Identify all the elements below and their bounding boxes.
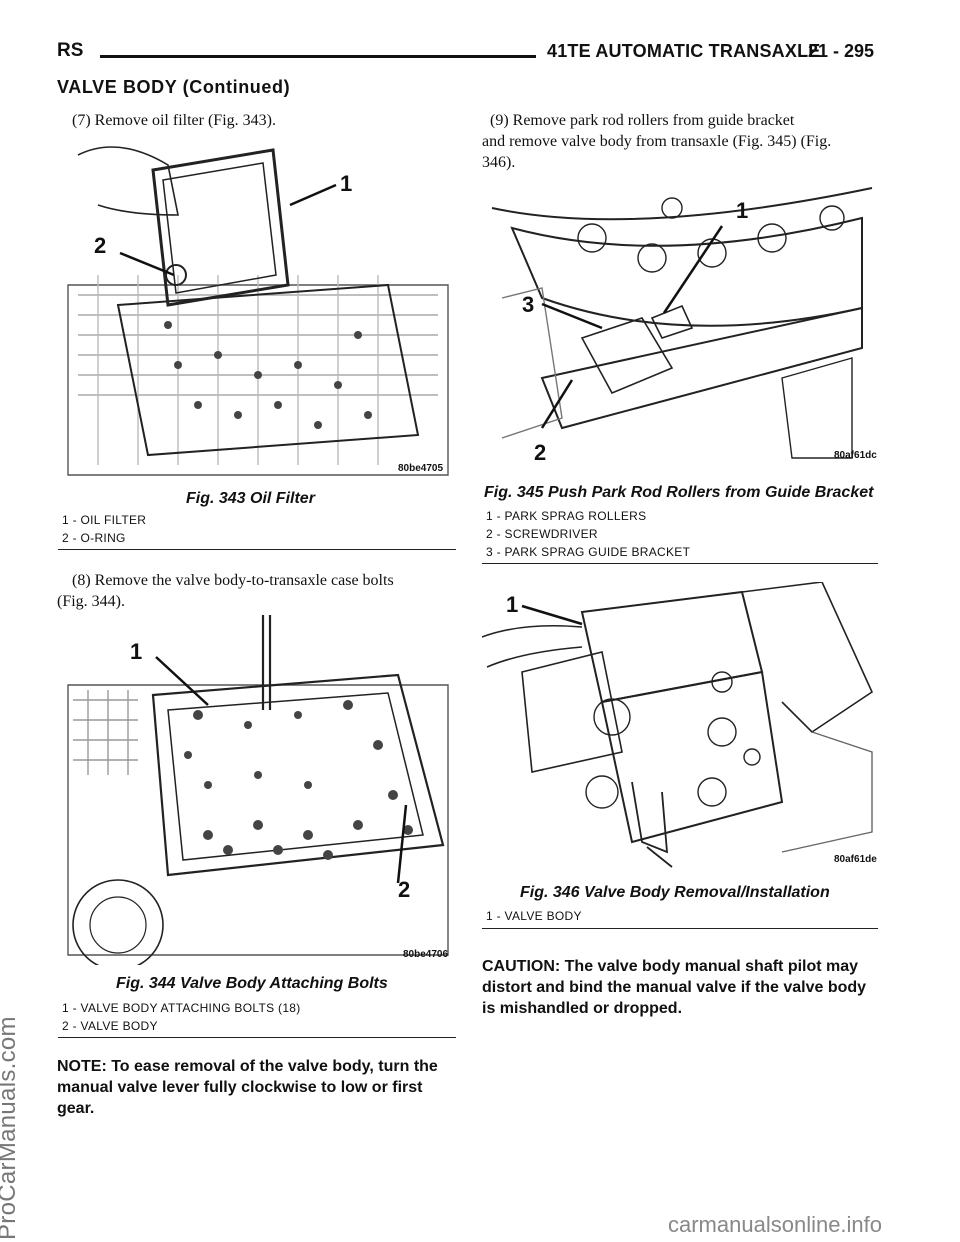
fig343-code: 80be4705 <box>398 463 444 474</box>
fig343-callout-2: 2 <box>94 233 107 258</box>
fig344-legend-2: 2 - VALVE BODY <box>62 1019 158 1033</box>
figure-345-illustration: 1 3 2 80af61dc <box>482 178 878 468</box>
header-section-code: RS <box>57 40 84 61</box>
fig345-callout-2: 2 <box>534 440 547 465</box>
fig343-callout-1: 1 <box>340 171 353 196</box>
note-line-3: gear. <box>57 1100 95 1117</box>
fig345-rule <box>482 563 878 564</box>
fig343-rule <box>58 549 456 550</box>
figure-343-illustration: 1 2 80be4705 <box>58 135 456 485</box>
header-title: 41TE AUTOMATIC TRANSAXLE <box>547 41 821 61</box>
step-8-line-2: (Fig. 344). <box>57 593 125 610</box>
step-8-line-1: (8) Remove the valve body-to-transaxle c… <box>72 572 394 589</box>
fig346-title: Fig. 346 Valve Body Removal/Installation <box>520 884 830 901</box>
fig346-legend-1: 1 - VALVE BODY <box>486 909 582 923</box>
note-line-2: manual valve lever fully clockwise to lo… <box>57 1079 423 1096</box>
section-title: VALVE BODY (Continued) <box>57 77 291 97</box>
figure-344-illustration: 1 2 80be4706 <box>58 615 456 965</box>
header-rule <box>100 55 536 58</box>
fig345-callout-3: 3 <box>522 292 535 317</box>
caution-line-1: CAUTION: The valve body manual shaft pil… <box>482 958 859 975</box>
fig344-rule <box>58 1037 456 1038</box>
fig344-callout-1: 1 <box>130 639 143 664</box>
step-7: (7) Remove oil filter (Fig. 343). <box>72 112 276 129</box>
note-line-1: NOTE: To ease removal of the valve body,… <box>57 1058 438 1075</box>
fig345-callout-1: 1 <box>736 198 749 223</box>
fig343-legend-2: 2 - O-RING <box>62 531 126 545</box>
fig346-code: 80af61de <box>834 854 877 865</box>
caution-line-2: distort and bind the manual valve if the… <box>482 979 867 996</box>
caution-line-3: is mishandled or dropped. <box>482 1000 683 1017</box>
step-9-line-3: 346). <box>482 154 516 171</box>
fig344-callout-2: 2 <box>398 877 411 902</box>
fig343-legend-1: 1 - OIL FILTER <box>62 513 147 527</box>
fig345-legend-3: 3 - PARK SPRAG GUIDE BRACKET <box>486 545 691 559</box>
fig346-callout-1: 1 <box>506 592 519 617</box>
fig345-title: Fig. 345 Push Park Rod Rollers from Guid… <box>484 484 874 501</box>
step-9-line-2: and remove valve body from transaxle (Fi… <box>482 133 832 150</box>
footer-watermark: carmanualsonline.info <box>668 1212 883 1237</box>
figure-346-illustration: 1 80af61de <box>482 582 878 872</box>
fig344-title: Fig. 344 Valve Body Attaching Bolts <box>116 975 388 992</box>
side-watermark: ProCarManuals.com <box>0 1016 21 1240</box>
step-9-line-1: (9) Remove park rod rollers from guide b… <box>490 112 795 129</box>
fig343-title: Fig. 343 Oil Filter <box>186 490 315 507</box>
fig346-rule <box>482 928 878 929</box>
fig344-code: 80be4706 <box>403 949 449 960</box>
fig345-code: 80af61dc <box>834 450 877 461</box>
page-number: 21 - 295 <box>808 41 875 61</box>
fig344-legend-1: 1 - VALVE BODY ATTACHING BOLTS (18) <box>62 1001 301 1015</box>
fig345-legend-2: 2 - SCREWDRIVER <box>486 527 598 541</box>
fig345-legend-1: 1 - PARK SPRAG ROLLERS <box>486 509 647 523</box>
